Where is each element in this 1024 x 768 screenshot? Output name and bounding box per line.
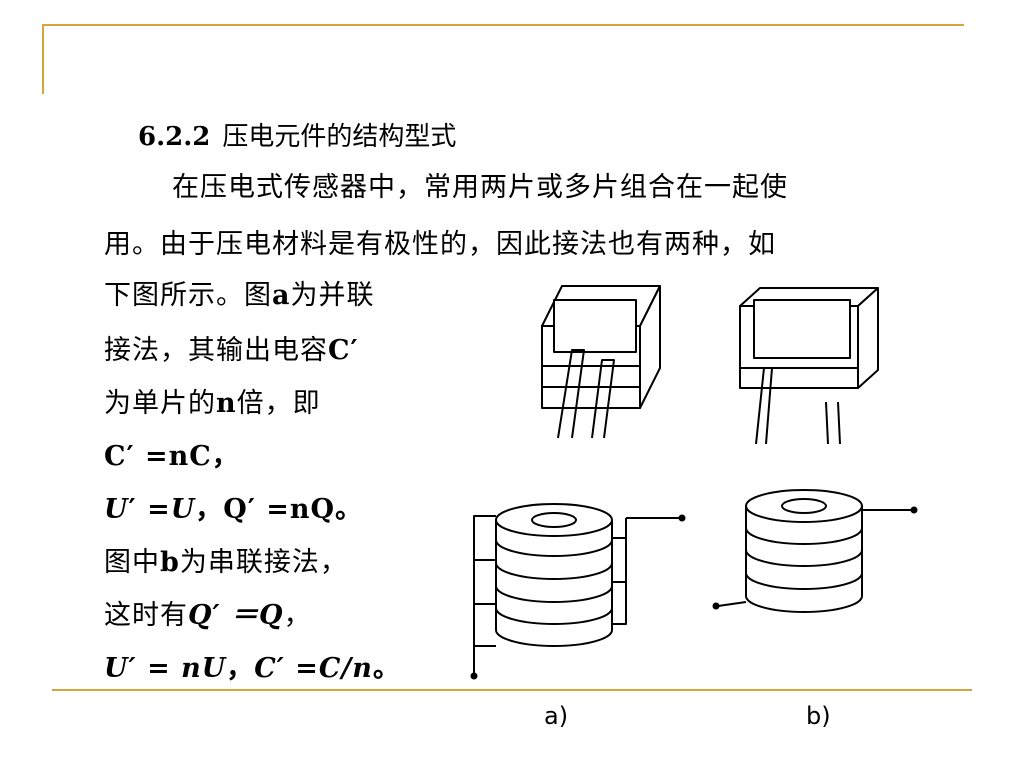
section-number: 6.2.2 — [138, 122, 211, 152]
parallel-disc-stack — [470, 503, 686, 680]
body-line-1: 在压电式传感器中，常用两片或多片组合在一起使 — [172, 172, 788, 203]
body-line-3: 下图所示。图a为并联 — [104, 280, 375, 311]
body-line-2: 用。由于压电材料是有极性的，因此接法也有两种，如 — [104, 229, 776, 260]
frame-top-rule — [42, 24, 964, 26]
formula-voltage-charge: U′ =U，Q′ =nQ。 — [104, 494, 364, 525]
section-heading: 6.2.2 压电元件的结构型式 — [138, 116, 456, 153]
piezo-connection-figure — [470, 285, 918, 680]
body-line-9: 这时有Q′ ＝Q， — [104, 600, 312, 631]
formula-capacitance: C′ =nC， — [104, 441, 240, 472]
figure-caption-a: a) — [544, 702, 569, 730]
series-disc-stack — [712, 489, 918, 613]
body-line-4: 接法，其输出电容C′ — [104, 335, 359, 366]
series-plates-diagram — [739, 287, 879, 445]
frame-bottom-rule — [52, 689, 972, 691]
formula-series: U′ = nU，C′ =C/n。 — [104, 653, 401, 684]
figure-caption-b: b) — [806, 702, 831, 730]
parallel-plates-diagram — [541, 285, 661, 439]
section-title: 压电元件的结构型式 — [222, 122, 457, 152]
body-line-8: 图中b为串联接法， — [104, 547, 348, 578]
frame-left-rule — [42, 24, 44, 94]
body-line-5: 为单片的n倍，即 — [104, 388, 321, 419]
